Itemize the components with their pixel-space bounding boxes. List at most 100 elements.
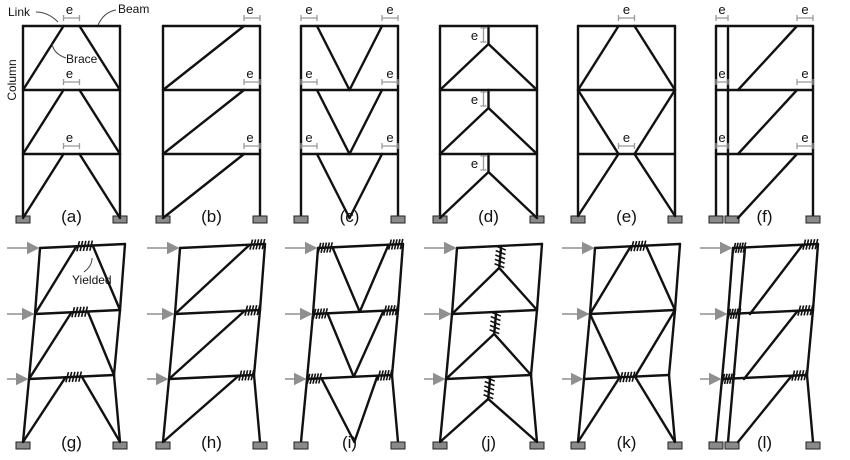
brace [487, 106, 539, 156]
brace [348, 88, 384, 156]
link-leader-line [35, 11, 59, 23]
frame-l [700, 238, 821, 450]
yield-hatch-mark [315, 308, 320, 320]
yield-hatch-mark [385, 305, 390, 316]
support-block [724, 441, 740, 450]
yield-hatch-mark [77, 306, 82, 318]
yield-hatch-mark [633, 240, 638, 252]
yield-hatch-mark [256, 304, 261, 316]
yield-hatch-mark [379, 370, 384, 381]
brace [352, 309, 385, 378]
beam-level-3 [593, 242, 682, 250]
yield-hatch-mark [808, 239, 813, 250]
brace [91, 244, 122, 312]
brace [173, 243, 251, 316]
yield-hatch-mark [742, 242, 747, 253]
yielded-link [76, 240, 94, 252]
brace [331, 246, 361, 313]
right-column [529, 373, 539, 444]
yield-hatch-mark [261, 238, 266, 250]
yield-hatch-mark [315, 373, 320, 384]
right-column [390, 373, 400, 444]
yield-hatch-mark [250, 369, 255, 381]
right-column [805, 373, 815, 444]
left-column [311, 246, 320, 316]
yield-hatch-mark [250, 305, 255, 316]
yield-hatch-mark [802, 239, 807, 250]
yield-hatch-mark [71, 306, 76, 318]
right-column [390, 308, 400, 377]
caption-e: (e) [616, 207, 637, 226]
link-marker: e [715, 130, 729, 149]
yield-hatch-mark [484, 385, 495, 391]
caption-i: (i) [342, 433, 357, 452]
frame-e: ee [570, 2, 683, 224]
yield-hatch-mark [317, 373, 323, 384]
yield-hatch-mark [328, 242, 334, 253]
link-marker: e [243, 66, 261, 85]
right-column [667, 308, 677, 377]
left-column [167, 312, 177, 381]
left-column [576, 377, 586, 444]
right-column [673, 242, 682, 312]
right-column [805, 308, 815, 377]
link-marker: e [796, 2, 814, 21]
caption-k: (k) [617, 433, 637, 452]
left-column [173, 246, 182, 316]
right-column [811, 242, 820, 312]
link-marker: e [62, 66, 81, 85]
support-block [708, 215, 724, 224]
link-length-label: e [386, 66, 393, 81]
yielded-link [483, 376, 496, 400]
brace [576, 152, 620, 218]
yield-hatch-mark [737, 308, 742, 319]
yield-hatch-mark [484, 376, 496, 382]
brace [161, 374, 240, 444]
brace [358, 243, 390, 313]
left-column [450, 246, 459, 316]
link-annotation: Link [8, 5, 31, 19]
left-column [21, 377, 31, 444]
brace [161, 152, 246, 220]
yield-hatch-mark [388, 369, 393, 381]
yield-hatch-mark [639, 240, 644, 252]
yield-hatch-mark [797, 370, 802, 381]
brace [588, 312, 621, 379]
caption-g: (g) [61, 433, 82, 452]
left-column [305, 312, 315, 381]
link-length-label: e [386, 130, 393, 145]
yield-hatch-mark [495, 254, 506, 260]
yield-hatch-mark [484, 380, 495, 387]
yield-hatch-mark [490, 311, 502, 317]
yield-hatch-mark [253, 304, 258, 316]
beam-level-3 [38, 242, 127, 250]
yield-hatch-mark [318, 308, 323, 319]
yielded-link [630, 240, 647, 252]
right-column [535, 242, 544, 312]
yield-hatch-mark [494, 263, 505, 269]
yield-hatch-mark [238, 370, 243, 381]
yield-hatch-mark [791, 370, 796, 381]
yield-hatch-mark [399, 238, 404, 250]
left-column [299, 377, 309, 444]
brace [438, 106, 490, 156]
link-length-label: e [718, 130, 725, 145]
brace [633, 375, 677, 444]
support-block [293, 441, 309, 450]
yield-hatch-mark [800, 369, 805, 381]
brace [86, 310, 116, 377]
link-marker: e [300, 2, 318, 21]
yield-hatch-mark [312, 373, 317, 384]
left-column [33, 246, 42, 316]
yielded-link [387, 238, 404, 250]
brace [736, 374, 793, 444]
link-length-label: e [718, 2, 725, 17]
yield-hatch-mark [312, 308, 317, 320]
yielded-link [317, 242, 334, 254]
yield-hatch-mark [721, 373, 726, 385]
support-block [390, 441, 406, 450]
yield-hatch-mark [323, 242, 328, 253]
